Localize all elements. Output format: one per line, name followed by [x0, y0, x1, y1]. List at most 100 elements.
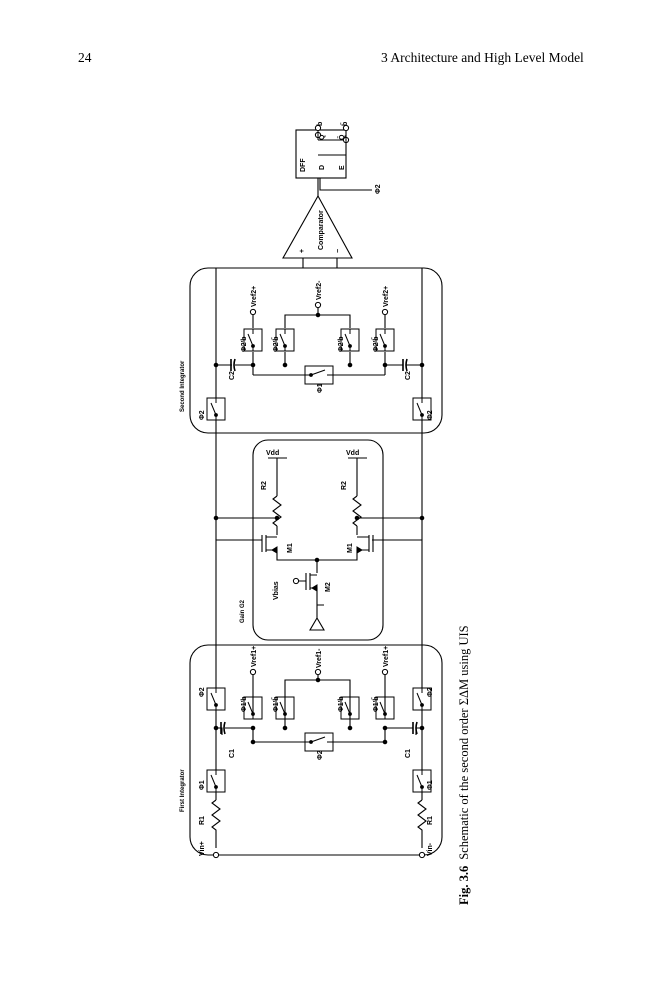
vref1-plus-label-b: Vref1+: [383, 646, 390, 667]
dff-title: DFF: [300, 158, 307, 172]
switch-blade: [247, 701, 254, 715]
vdd-left: Vdd: [266, 450, 279, 457]
junction-dot: [419, 725, 425, 731]
first-integrator-title: First Integrator: [180, 769, 186, 812]
output-lead: [317, 131, 347, 155]
transistor-arrow: [311, 584, 318, 592]
switch-pivot: [383, 344, 387, 348]
switch-pivot: [309, 740, 313, 744]
terminal: [249, 308, 257, 316]
output-bbar: b̄: [340, 122, 349, 126]
terminal: [381, 668, 389, 676]
junction-dot: [213, 725, 219, 731]
dff-q: Q: [319, 134, 326, 140]
c2-bottom-label: C2: [405, 371, 412, 380]
comparator-plus: +: [299, 249, 306, 253]
phi1-first-label: Φ1: [199, 780, 206, 790]
vref1-plus-label: Vref1+: [251, 646, 258, 667]
terminal: [249, 668, 257, 676]
switch-pivot: [214, 413, 218, 417]
dff-qbar: Q̄: [337, 134, 346, 140]
junction-dot: [347, 725, 353, 731]
junction-dot: [213, 362, 219, 368]
switch-blade: [279, 701, 286, 715]
switch-blade: [379, 701, 386, 715]
vdd-right: Vdd: [346, 450, 359, 457]
terminal: [381, 308, 389, 316]
junction-dot: [382, 362, 388, 368]
dff-e: E: [339, 165, 346, 170]
switch-blade: [210, 402, 217, 416]
gain-stage-region: [252, 439, 384, 641]
vref1-minus-label: Vref1-: [316, 648, 323, 668]
junction-dot: [282, 362, 288, 368]
switch-blade: [416, 402, 423, 416]
switch-pivot: [283, 712, 287, 716]
terminal: [314, 301, 322, 309]
m2-label: M2: [325, 582, 332, 592]
switch-pivot: [420, 413, 424, 417]
capacitor-plate: [223, 721, 226, 735]
switch-blade: [344, 701, 351, 715]
switch-pivot: [214, 785, 218, 789]
switch-pivot: [283, 344, 287, 348]
c1-top-label: C1: [229, 749, 236, 758]
switch-pivot: [420, 703, 424, 707]
r2-right-label: R2: [341, 481, 348, 490]
switch-pivot: [420, 785, 424, 789]
junction-dot: [315, 312, 321, 318]
capacitor-plate: [405, 358, 408, 372]
figure-caption: Fig. 3.6Schematic of the second order ΣΔ…: [457, 625, 472, 905]
switch-pivot: [348, 344, 352, 348]
switch-pivot: [251, 712, 255, 716]
switch-blade: [279, 333, 286, 347]
terminal: [212, 851, 220, 859]
comparator-minus: −: [335, 249, 342, 253]
dff-d: D: [319, 165, 326, 170]
junction-dot: [382, 725, 388, 731]
m1-right-label: M1: [347, 543, 354, 553]
switch-blade: [344, 333, 351, 347]
vin-minus-label: Vin-: [427, 842, 434, 856]
junction-dot: [314, 557, 320, 563]
page-number: 24: [78, 50, 92, 65]
chapter-heading: 3 Architecture and High Level Model: [381, 50, 584, 65]
junction-dot: [213, 515, 219, 521]
phi2-second-label: Φ2: [199, 410, 206, 420]
junction-dot: [250, 725, 256, 731]
comparator-label: Comparator: [318, 210, 325, 250]
switch-blade: [210, 692, 217, 706]
switch-blade: [310, 369, 326, 376]
terminal: [314, 124, 322, 132]
junction-dot: [250, 739, 256, 745]
transistor-arrow: [271, 546, 278, 554]
capacitor-plate: [233, 358, 236, 372]
second-integrator-region: [189, 267, 443, 434]
gain-title: Gain G2: [240, 599, 246, 623]
vbias-label: Vbias: [273, 581, 280, 600]
r1-bottom-label: R1: [427, 816, 434, 825]
c2-top-label: C2: [229, 371, 236, 380]
terminal: [342, 124, 350, 132]
dff-clock-label: Φ2: [375, 184, 382, 194]
switch-blade: [416, 774, 423, 788]
terminal: [314, 668, 322, 676]
junction-dot: [354, 515, 360, 521]
switch-blade: [247, 333, 254, 347]
second-integrator-title: Second Integrator: [180, 360, 186, 412]
m1-left-label: M1: [287, 543, 294, 553]
junction-dot: [419, 515, 425, 521]
phi2-first-label: Φ2: [199, 687, 206, 697]
switch-pivot: [251, 344, 255, 348]
vref2-plus-label-b: Vref2+: [383, 286, 390, 307]
terminal: [418, 851, 426, 859]
junction-dot: [347, 362, 353, 368]
junction-dot: [282, 725, 288, 731]
junction-dot: [382, 739, 388, 745]
junction-dot: [250, 362, 256, 368]
switch-pivot: [214, 703, 218, 707]
r2-left-label: R2: [261, 481, 268, 490]
caption-text: Schematic of the second order ΣΔM using …: [457, 625, 471, 860]
switch-pivot: [348, 712, 352, 716]
